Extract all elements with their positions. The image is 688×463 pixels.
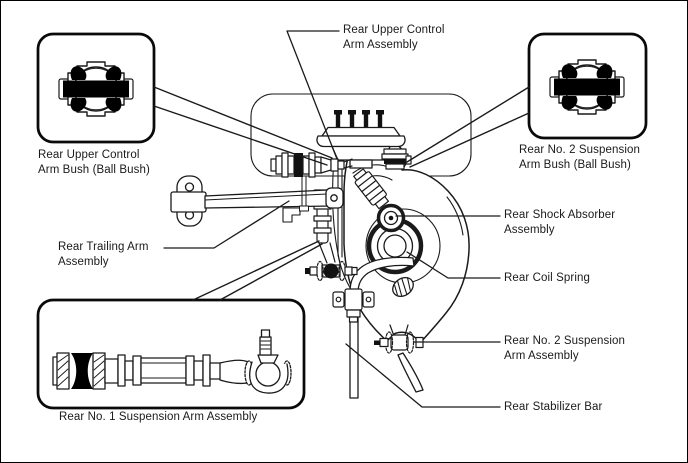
no1-arm-bushing <box>305 260 358 282</box>
callout-box-no2-arm-bush <box>527 32 648 140</box>
no2-arm-bush <box>381 148 412 170</box>
label-trailing-arm: Rear Trailing Arm Assembly <box>58 241 149 268</box>
tail-no1-arm <box>192 240 323 301</box>
stabilizer-bar-clamp <box>332 288 375 323</box>
leader-trailing-arm <box>163 200 290 249</box>
tail-upper-arm-bush <box>153 86 333 166</box>
callout-box-upper-arm-bush <box>36 32 156 144</box>
tail-no2-arm-bush <box>406 86 530 168</box>
callout-tails <box>153 86 530 301</box>
stabilizer-bar <box>349 256 415 399</box>
label-coil-spring: Rear Coil Spring <box>504 272 590 284</box>
shock-absorber <box>353 168 406 233</box>
leader-stabilizer-bar <box>345 343 501 408</box>
leader-coil-spring <box>406 251 501 279</box>
label-stabilizer-bar: Rear Stabilizer Bar <box>504 401 603 413</box>
leader-lines <box>163 30 501 408</box>
label-upper-arm-bush: Rear Upper Control Arm Bush (Ball Bush) <box>38 149 150 176</box>
strut-mount <box>316 110 406 169</box>
label-upper-arm-assembly: Rear Upper Control Arm Assembly <box>343 24 445 51</box>
bump-stop <box>392 276 414 298</box>
upper-control-arm <box>270 152 353 178</box>
label-no2-arm-bush: Rear No. 2 Suspension Arm Bush (Ball Bus… <box>519 144 641 171</box>
callout-box-no1-arm <box>36 298 306 410</box>
trailing-arm <box>170 175 344 227</box>
label-no1-arm-assembly: Rear No. 1 Suspension Arm Assembly <box>59 411 258 423</box>
no1-arm-inset <box>52 329 292 394</box>
leader-upper-arm-assembly <box>286 30 340 160</box>
label-shock-absorber: Rear Shock Absorber Assembly <box>504 209 616 236</box>
label-no2-arm-assembly: Rear No. 2 Suspension Arm Assembly <box>504 335 626 362</box>
